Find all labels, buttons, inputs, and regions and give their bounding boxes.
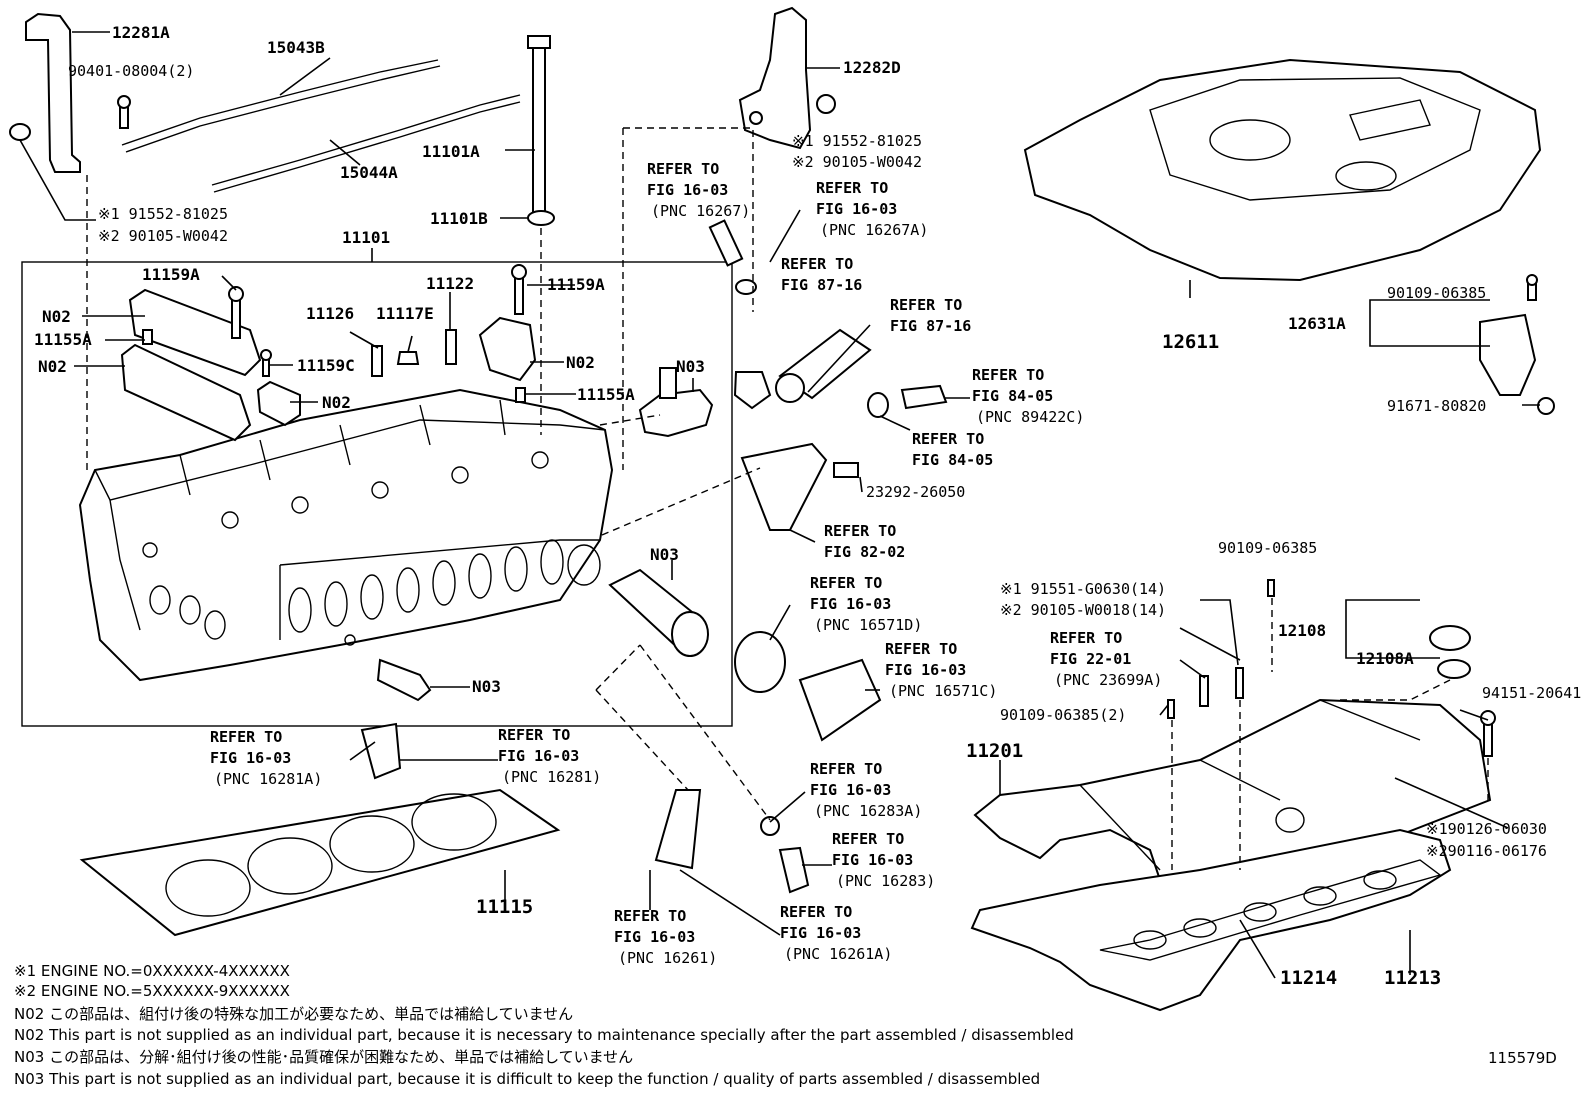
illustration-id: 115579D xyxy=(1488,1049,1557,1067)
label-90105-w0042-left: ※2 90105-W0042 xyxy=(98,227,228,245)
label-90109-06385-top: 90109-06385 xyxy=(1387,284,1486,302)
note-n03-jp: N03 この部品は、分解･組付け後の性能･品質確保が困難なため、単品では補給して… xyxy=(14,1048,633,1066)
label-90105-w0042-right: ※2 90105-W0042 xyxy=(792,153,922,171)
label-12282D: 12282D xyxy=(843,58,901,77)
bearing-caps-drawing xyxy=(120,288,537,442)
head-gasket-11115-drawing xyxy=(79,788,561,937)
label-n02-a: N02 xyxy=(42,307,71,326)
label-n03-a: N03 xyxy=(676,357,705,376)
label-94151-20641: 94151-20641 xyxy=(1482,684,1581,702)
valve-cover-11201-drawing xyxy=(973,579,1496,881)
label-91552-81025-left: ※1 91552-81025 xyxy=(98,205,228,223)
engine-hanger-12281A-drawing xyxy=(9,12,131,173)
hoses-drawing xyxy=(360,219,948,894)
label-n03-b: N03 xyxy=(650,545,679,564)
leader-lines xyxy=(19,31,1540,979)
valve-cover-gaskets-drawing xyxy=(970,828,1452,1012)
label-11213: 11213 xyxy=(1384,967,1441,989)
engine-hanger-12282D-drawing xyxy=(738,6,836,150)
note-n02-en: N02 This part is not supplied as an indi… xyxy=(14,1026,1074,1044)
label-90109-06385-mid: 90109-06385 xyxy=(1218,539,1317,557)
label-90116-06176: ※290116-06176 xyxy=(1426,842,1547,860)
label-n03-c: N03 xyxy=(472,677,501,696)
label-11115: 11115 xyxy=(476,896,533,918)
label-90105-w0018: ※2 90105-W0018(14) xyxy=(1000,601,1166,619)
label-11101: 11101 xyxy=(342,228,390,247)
bracket-12631A-drawing xyxy=(1479,274,1555,415)
label-11155A-right: 11155A xyxy=(577,385,635,404)
label-n02-d: N02 xyxy=(566,353,595,372)
label-n02-b: N02 xyxy=(38,357,67,376)
label-12108A: 12108A xyxy=(1356,649,1414,668)
label-12611: 12611 xyxy=(1162,331,1219,353)
label-91552-81025-right: ※1 91552-81025 xyxy=(792,132,922,150)
label-12108: 12108 xyxy=(1278,621,1326,640)
label-91551-g0630: ※1 91551-G0630(14) xyxy=(1000,580,1166,598)
cylinder-head-drawing xyxy=(78,388,614,682)
label-11126: 11126 xyxy=(306,304,354,323)
label-12281A: 12281A xyxy=(112,23,170,42)
label-91671-80820: 91671-80820 xyxy=(1387,397,1486,415)
label-11159A-right: 11159A xyxy=(547,275,605,294)
label-11155A-left: 11155A xyxy=(34,330,92,349)
cylinder-head-assembly-frame xyxy=(21,261,733,727)
label-11101B: 11101B xyxy=(430,209,488,228)
label-90109-06385-x2: 90109-06385(2) xyxy=(1000,706,1126,724)
head-small-parts-drawing xyxy=(228,35,714,702)
label-11117E: 11117E xyxy=(376,304,434,323)
label-11101A: 11101A xyxy=(422,142,480,161)
harness-protectors-drawing xyxy=(121,59,521,193)
label-11159C: 11159C xyxy=(297,356,355,375)
label-90401-08004: 90401-08004(2) xyxy=(68,62,194,80)
label-15043B: 15043B xyxy=(267,38,325,57)
label-23292-26050: 23292-26050 xyxy=(866,483,965,501)
label-n02-c: N02 xyxy=(322,393,351,412)
part-labels: 12281A 90401-08004(2) 15043B 15044A 1110… xyxy=(34,23,1581,989)
note-engine-1: ※1 ENGINE NO.=0XXXXXX-4XXXXXX xyxy=(14,962,290,980)
assembly-dashed-lines xyxy=(86,127,1489,870)
note-n03-en: N03 This part is not supplied as an indi… xyxy=(14,1070,1040,1088)
note-n02-jp: N02 この部品は、組付け後の特殊な加工が必要なため、単品では補給していません xyxy=(14,1005,573,1023)
label-12631A: 12631A xyxy=(1288,314,1346,333)
footnotes: ※1 ENGINE NO.=0XXXXXX-4XXXXXX ※2 ENGINE … xyxy=(14,962,1557,1088)
label-11159A-left: 11159A xyxy=(142,265,200,284)
label-15044A: 15044A xyxy=(340,163,398,182)
label-11122: 11122 xyxy=(426,274,474,293)
label-90126-06030: ※190126-06030 xyxy=(1426,820,1547,838)
engine-cover-12611-drawing xyxy=(1023,58,1542,282)
label-11201: 11201 xyxy=(966,740,1023,762)
label-11214: 11214 xyxy=(1280,967,1337,989)
note-engine-2: ※2 ENGINE NO.=5XXXXXX-9XXXXXX xyxy=(14,982,290,1000)
